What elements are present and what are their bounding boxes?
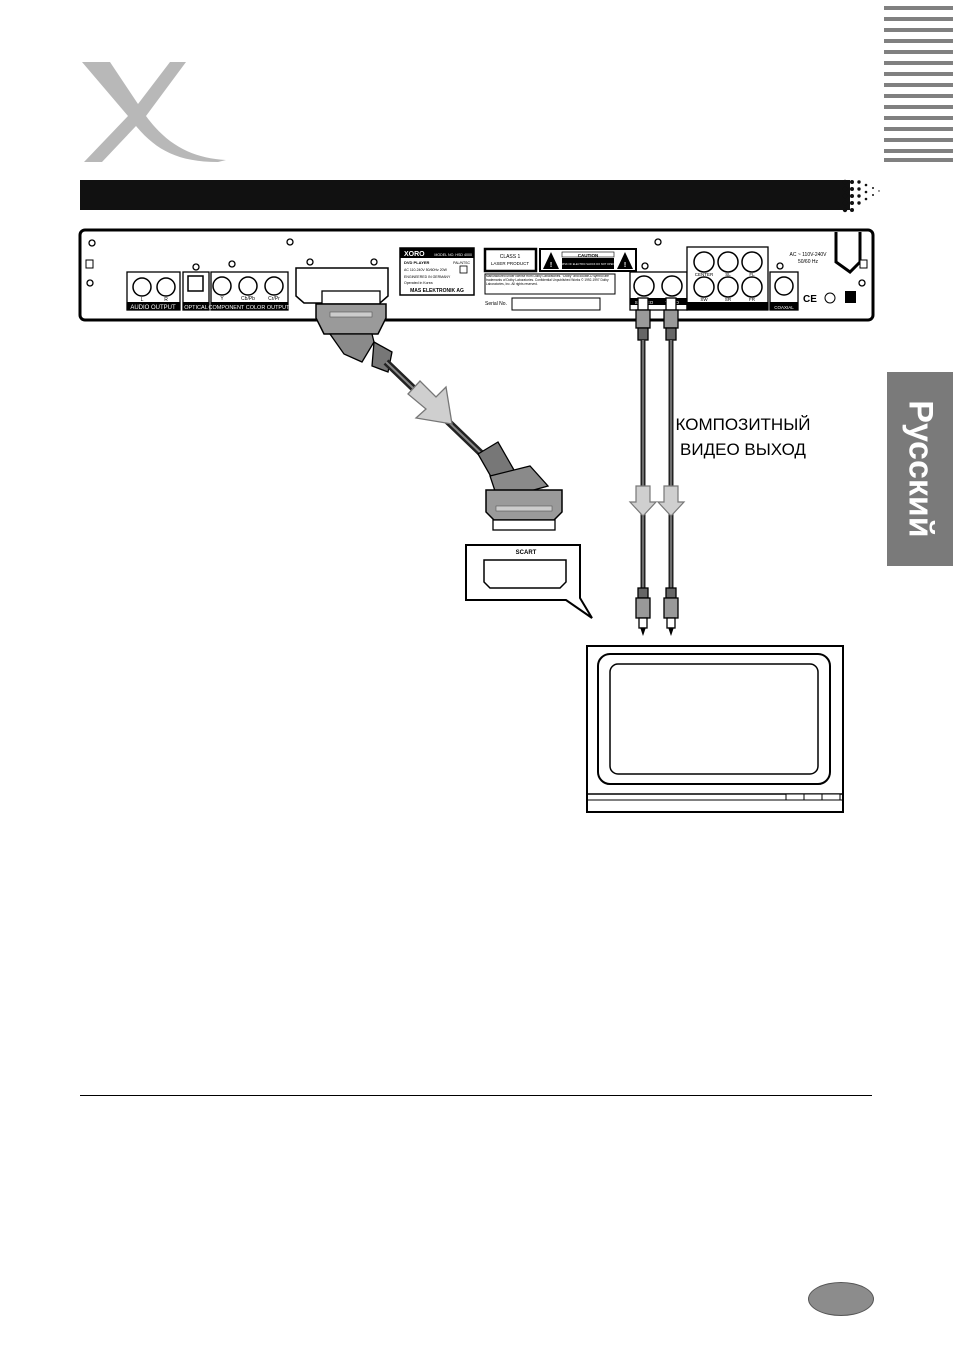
coaxial-jack — [774, 276, 794, 296]
center-jack — [693, 251, 715, 273]
center-label: CENTER — [695, 272, 714, 277]
rca-plugs-top — [635, 297, 679, 341]
television — [586, 645, 844, 813]
rca-arrow-right — [656, 485, 686, 517]
component-output-label: COMPONENT COLOR OUTPUT — [209, 305, 291, 311]
header-bar-fade — [842, 179, 880, 213]
fr-label: FR — [749, 297, 756, 302]
warning-triangle-left-icon — [543, 252, 559, 269]
component-y-label: Y — [220, 296, 224, 302]
certification-icon — [824, 292, 836, 304]
laser-product-label: LASER PRODUCT — [491, 261, 530, 266]
component-cr-label: Cr/Pr — [268, 296, 280, 302]
sr-jack — [717, 276, 739, 298]
sw-jack — [693, 276, 715, 298]
optical-label: OPTICAL — [184, 305, 208, 311]
xoro-x-logo — [82, 62, 226, 162]
serial-label: Serial No. — [485, 301, 507, 307]
audio-r-label: R — [164, 297, 168, 303]
laser-class-label — [483, 247, 538, 273]
s-video-jack — [633, 275, 655, 297]
composite-label-line1: КОМПОЗИТНЫЙ — [675, 415, 811, 434]
composite-label-line2: ВИДЕО ВЫХОД — [680, 440, 806, 459]
brand-label: XORO — [404, 251, 425, 258]
tv-scart-socket — [483, 559, 567, 589]
tv-screen — [609, 663, 819, 775]
audio-output-label-strip — [127, 302, 180, 310]
scart-plug-bottom — [477, 441, 563, 531]
scart-callout-label: SCART — [516, 550, 537, 556]
tv-button-2 — [803, 793, 823, 801]
language-tab: Русский — [887, 372, 953, 566]
page-number-badge — [808, 1282, 874, 1316]
component-y-jack — [212, 276, 232, 296]
ac-rating-label: AC 110-240V 50/60Hz 20W — [404, 268, 448, 272]
tv-button-3 — [821, 793, 841, 801]
audio-l-jack — [132, 277, 152, 297]
coaxial-label: COAXIAL — [774, 305, 794, 310]
fr-jack — [741, 276, 763, 298]
panel-clip-right — [859, 259, 868, 269]
audio-output-label: AUDIO OUTPUT — [130, 305, 176, 311]
ce-mark: CE — [803, 294, 817, 305]
footer-rule — [80, 1095, 872, 1096]
disposal-icon — [845, 291, 856, 303]
panel-clip-left — [85, 259, 94, 269]
fl-label: FL — [749, 272, 755, 277]
fl-jack — [741, 251, 763, 273]
audio-l-label: L — [141, 297, 144, 303]
section-header-bar — [80, 180, 850, 210]
class1-label: CLASS 1 — [500, 254, 521, 260]
svg-text:!: ! — [550, 262, 552, 269]
component-cb-jack — [238, 276, 258, 296]
sl-jack — [717, 251, 739, 273]
pal-ntsc-label: PAL/NTSC — [453, 261, 470, 265]
header-stripes — [884, 6, 953, 162]
model-no-label: MODEL NO. HSD 4000 — [434, 253, 472, 257]
scart-plug-top — [315, 290, 393, 373]
dvd-player-label: DVD PLAYER — [404, 260, 430, 265]
caution-title: CAUTION — [578, 253, 599, 258]
svg-text:!: ! — [624, 262, 626, 269]
company-label: MAS ELEKTRONIK AG — [410, 288, 464, 294]
serial-field — [511, 297, 601, 311]
power-freq-label: 50/60 Hz — [798, 259, 819, 265]
component-cr-jack — [264, 276, 284, 296]
scart-direction-arrow — [407, 380, 453, 425]
dolby-note-label — [484, 273, 616, 295]
rca-arrow-left — [628, 485, 658, 517]
sr-label: SR — [725, 297, 732, 302]
panel-screws — [86, 238, 866, 287]
caution-subtitle: RISK OF ELECTRIC SHOCK DO NOT OPEN — [562, 262, 615, 266]
composite-video-label: КОМПОЗИТНЫЙ ВИДЕО ВЫХОД — [668, 412, 818, 462]
sw-label: SW — [700, 297, 708, 302]
rca-plugs-bottom — [635, 587, 679, 637]
dolby-note-text: Manufactured under license from Dolby La… — [486, 275, 609, 286]
origin-label: Operated in Korea — [404, 281, 433, 285]
video-jack — [661, 275, 683, 297]
tv-button-1 — [785, 793, 805, 801]
audio-r-jack — [156, 277, 176, 297]
optical-port — [187, 275, 204, 292]
warning-triangle-right-icon — [617, 252, 633, 269]
rca-cables — [640, 340, 674, 588]
sl-label: SL — [725, 272, 731, 277]
power-rating-label: AC ~ 110V-240V — [789, 252, 827, 258]
power-socket — [834, 232, 862, 274]
engineered-label: ENGINEERED IN GERMANY — [404, 275, 451, 279]
component-cb-label: Cb/Pb — [241, 296, 255, 302]
